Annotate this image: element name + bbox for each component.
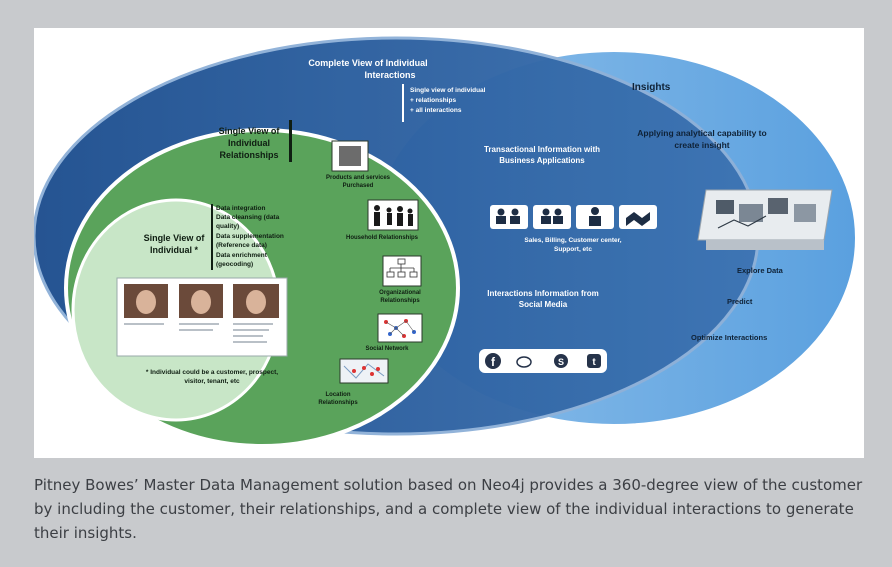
outer-title: Complete View of Individual Interactions	[308, 58, 427, 80]
individual-list: Data integration Data cleansing (data qu…	[216, 205, 284, 268]
map-icon	[343, 363, 385, 379]
insights-item: Optimize Interactions	[691, 333, 767, 342]
transactional-caption-line: Sales, Billing, Customer center,	[524, 237, 621, 244]
outer-bullets: Single view of individual + relationship…	[410, 87, 486, 114]
relationships-title-line: Relationships	[219, 150, 278, 160]
divider	[289, 120, 292, 162]
relationships-title-line: Individual	[228, 138, 270, 148]
individual-list-item: Data supplementation	[216, 233, 284, 240]
analytics-dashboard-icon	[697, 189, 833, 250]
individual-title-line: Single View of	[144, 233, 206, 243]
insights-subtitle-line: create insight	[674, 140, 729, 150]
diagram-figure: Complete View of Individual Interactions…	[34, 28, 864, 458]
individual-footnote-line: visitor, tenant, etc	[184, 378, 240, 385]
individual-title: Single View of Individual *	[144, 233, 206, 255]
divider	[211, 204, 213, 270]
outer-bullet: + relationships	[410, 97, 456, 104]
insights-text: Insights Applying analytical capability …	[632, 82, 784, 342]
relationships-title-line: Single View of	[219, 126, 281, 136]
relationship-item-label: Location	[326, 392, 351, 398]
diagram-svg: Complete View of Individual Interactions…	[34, 36, 859, 448]
transactional-title: Transactional Information with Business …	[484, 145, 600, 165]
social-title-line: Social Media	[519, 300, 568, 309]
transactional-caption-line: Support, etc	[554, 246, 592, 253]
relationship-item: Social Network	[365, 313, 423, 352]
transactional-title-line: Business Applications	[499, 156, 585, 165]
outer-bullet: Single view of individual	[410, 87, 486, 94]
relationships-title: Single View of Individual Relationships	[219, 126, 281, 160]
insights-item: Explore Data	[737, 266, 784, 275]
individual-list-item: quality)	[216, 223, 239, 230]
org-chart-icon	[386, 258, 418, 278]
outer-bullet: + all interactions	[410, 107, 462, 114]
insights-subtitle-line: Applying analytical capability to	[637, 128, 766, 138]
individual-title-line: Individual *	[150, 245, 199, 255]
individual-list-item: Data integration	[216, 205, 266, 212]
transactional-title-line: Transactional Information with	[484, 145, 600, 154]
portrait-image	[233, 284, 279, 318]
customer-profile-photos	[116, 277, 288, 357]
business-icons	[490, 205, 657, 229]
individual-list-item: Data cleansing (data	[216, 214, 280, 221]
relationship-item-label: Organizational	[379, 290, 421, 296]
individual-footnote: * Individual could be a customer, prospe…	[146, 369, 278, 385]
individual-footnote-line: * Individual could be a customer, prospe…	[146, 369, 278, 376]
social-title-line: Interactions Information from	[487, 289, 599, 298]
insights-title: Insights	[632, 82, 671, 93]
building-icon	[339, 146, 361, 166]
relationship-item-label: Products and services	[326, 175, 391, 181]
social-icons: f S t	[485, 353, 601, 369]
outer-title-line: Complete View of Individual	[308, 58, 427, 68]
relationship-item: Products and services Purchased	[326, 140, 391, 189]
relationship-item-label: Relationships	[318, 400, 358, 406]
transactional-caption: Sales, Billing, Customer center, Support…	[524, 237, 621, 253]
relationship-item-label: Purchased	[343, 183, 374, 189]
reddit-icon	[516, 356, 532, 368]
divider	[402, 84, 404, 122]
family-icon	[374, 205, 413, 226]
skype-icon: S	[558, 357, 564, 367]
relationship-item-label: Social Network	[365, 346, 409, 352]
outer-title-line: Interactions	[364, 70, 415, 80]
network-icon	[384, 319, 416, 338]
individual-list-item: (Reference data)	[216, 242, 267, 249]
social-icon-bar	[479, 349, 607, 373]
individual-list-item: Data enrichment	[216, 252, 268, 259]
relationship-item: Household Relationships	[346, 199, 419, 241]
twitter-icon: t	[592, 357, 596, 368]
individual-list-item: (geocoding)	[216, 261, 253, 268]
social-title: Interactions Information from Social Med…	[487, 289, 599, 309]
insights-item: Predict	[727, 297, 753, 306]
relationship-item-label: Relationships	[380, 298, 420, 304]
facebook-icon: f	[491, 355, 496, 369]
figure-caption: Pitney Bowes’ Master Data Management sol…	[34, 476, 863, 542]
relationship-item: Location Relationships	[318, 358, 389, 406]
portrait-image	[124, 284, 168, 318]
portrait-image	[179, 284, 223, 318]
relationship-item: Organizational Relationships	[379, 255, 422, 304]
relationship-item-label: Household Relationships	[346, 235, 419, 241]
